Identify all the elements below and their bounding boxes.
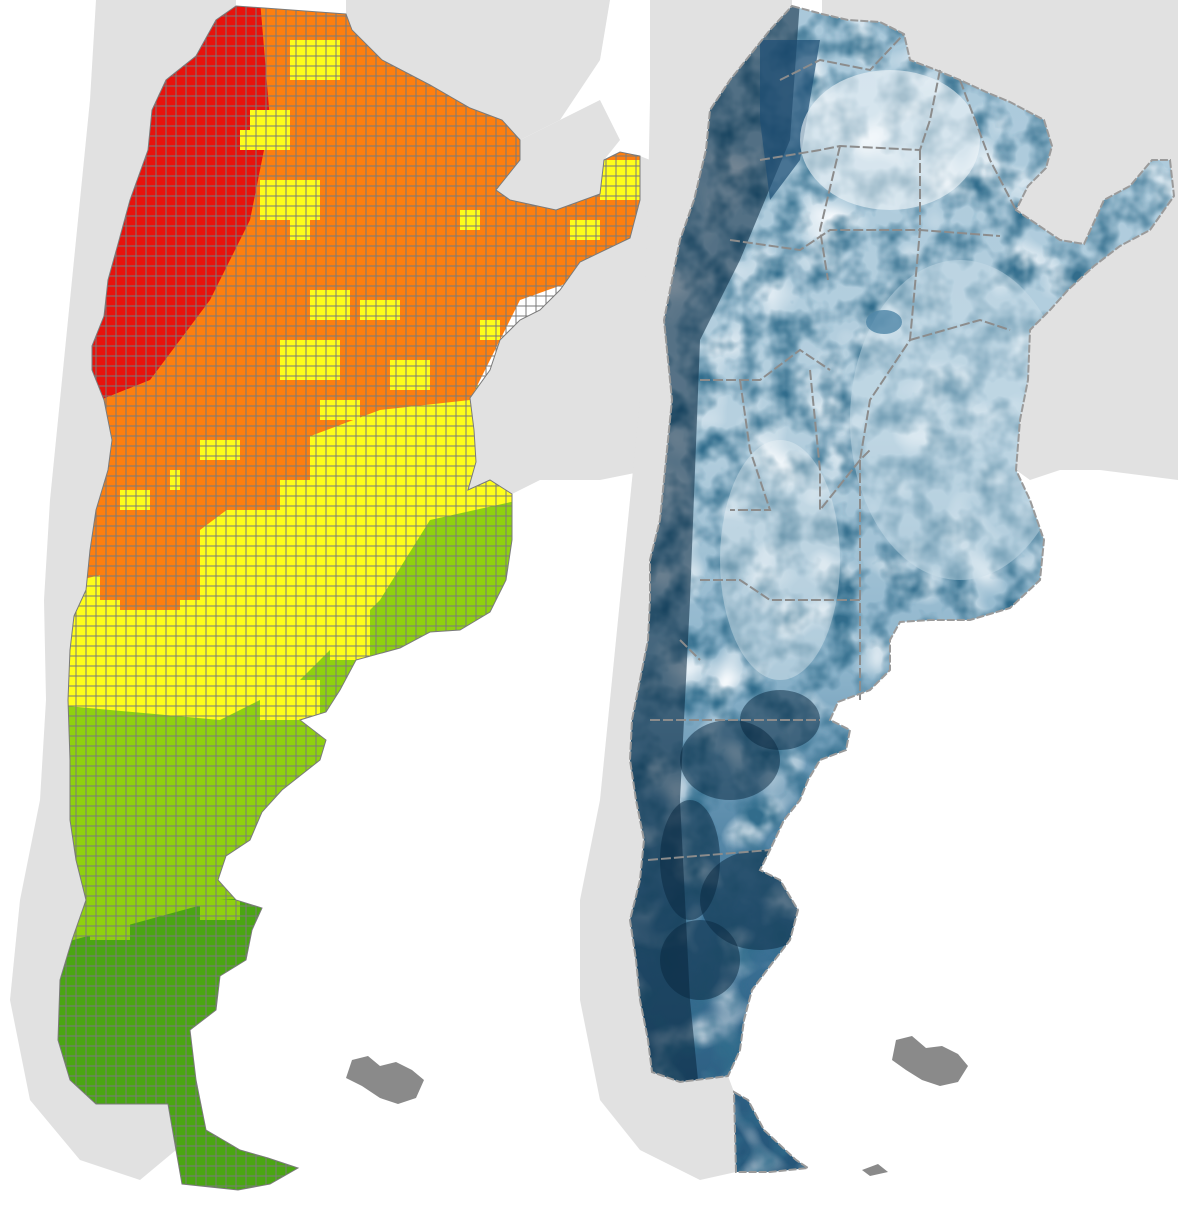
province-boundaries bbox=[647, 33, 1017, 861]
province-line bbox=[700, 348, 831, 381]
falkland-islands bbox=[346, 1036, 968, 1176]
yellow-patch bbox=[200, 440, 240, 460]
light-green-patch bbox=[200, 900, 240, 920]
yellow-patch bbox=[120, 490, 150, 510]
patagonia-dark-patch bbox=[660, 800, 720, 920]
light-green-patch bbox=[90, 880, 130, 940]
country-outline-left bbox=[57, 5, 641, 1191]
province-line bbox=[647, 849, 771, 861]
chaco-light-area bbox=[800, 70, 980, 210]
orange-patch bbox=[120, 580, 180, 610]
island-small-right bbox=[862, 1164, 888, 1176]
paraguay-land-left bbox=[496, 100, 620, 210]
yellow-patch bbox=[310, 290, 350, 320]
uruguay-brazil-land-left bbox=[468, 156, 650, 494]
lake-mar-chiquita bbox=[866, 310, 902, 334]
cuyo-light-area bbox=[720, 440, 840, 680]
province-line bbox=[809, 369, 871, 513]
province-line bbox=[818, 145, 841, 281]
yellow-patch bbox=[240, 130, 260, 150]
province-line bbox=[959, 79, 1017, 211]
yellow-patch bbox=[460, 210, 480, 230]
patagonia-dark-patch bbox=[660, 920, 740, 1000]
province-line bbox=[679, 639, 701, 661]
province-line bbox=[759, 69, 941, 161]
yellow-patch bbox=[360, 300, 400, 320]
orange-patch bbox=[250, 420, 310, 480]
country-outline-right bbox=[628, 4, 1176, 1173]
province-line bbox=[730, 379, 772, 511]
province-line bbox=[729, 229, 1001, 252]
uruguay-brazil-land-right bbox=[1016, 160, 1178, 480]
province-line bbox=[779, 33, 905, 81]
yellow-patch bbox=[570, 220, 600, 240]
pampas-light-area bbox=[850, 260, 1070, 580]
yellow-patch bbox=[320, 400, 360, 420]
yellow-patch bbox=[330, 580, 370, 660]
puna-dark-patch bbox=[760, 40, 820, 200]
province-line bbox=[700, 579, 860, 601]
yellow-patch bbox=[290, 210, 310, 240]
yellow-patch bbox=[260, 680, 320, 720]
bolivia-paraguay-brazil-land-right bbox=[822, 0, 1178, 244]
neighbouring-land bbox=[10, 0, 1178, 1180]
yellow-patch bbox=[390, 360, 430, 390]
bolivia-brazil-land-left bbox=[346, 0, 610, 140]
islands-left bbox=[346, 1056, 424, 1104]
yellow-patch bbox=[600, 160, 640, 200]
yellow-patch bbox=[480, 320, 500, 340]
chile-land-right bbox=[580, 0, 792, 1180]
yellow-patch bbox=[290, 40, 340, 80]
province-line bbox=[909, 318, 1011, 341]
chile-land-left bbox=[10, 0, 236, 1180]
islands-right bbox=[892, 1036, 968, 1086]
yellow-patch bbox=[280, 340, 340, 380]
